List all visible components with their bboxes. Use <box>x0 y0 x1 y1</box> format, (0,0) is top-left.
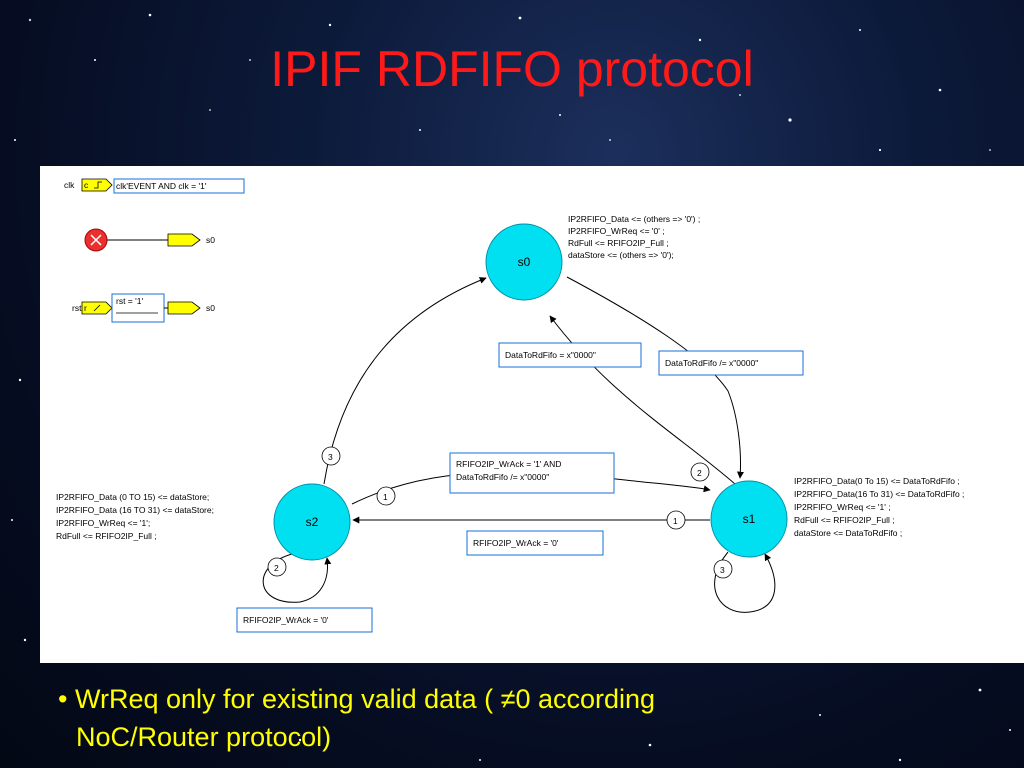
s1-action-line: IP2RFIFO_Data(16 To 31) <= DataToRdFifo … <box>794 489 964 499</box>
condition-s2-to-s1-line2: DataToRdFifo /= x"0000" <box>456 472 549 482</box>
reset-port-letter: r <box>84 303 87 313</box>
global-transition-icon <box>85 229 107 251</box>
state-s2: s2 <box>274 484 350 560</box>
s1-action-line: IP2RFIFO_WrReq <= '1' ; <box>794 502 891 512</box>
condition-s0-to-s1-text: DataToRdFifo /= x"0000" <box>665 358 758 368</box>
s2-action-line: IP2RFIFO_Data (0 TO 15) <= dataStore; <box>56 492 209 502</box>
priority-s1-to-s2-text: 1 <box>673 516 678 526</box>
condition-s0-to-s1: DataToRdFifo /= x"0000" <box>659 351 803 375</box>
condition-s1-to-s0-text: DataToRdFifo = x"0000" <box>505 350 596 360</box>
priority-s2-to-s1: 1 <box>377 487 395 505</box>
state-machine-diagram: clk c clk'EVENT AND clk = '1' s0 rst r r… <box>40 166 1024 663</box>
s1-action-line: dataStore <= DataToRdFifo ; <box>794 528 902 538</box>
reset-condition: rst = '1' <box>116 296 143 306</box>
reset-label: rst <box>72 303 82 313</box>
priority-s1-to-s2: 1 <box>667 511 685 529</box>
s2-action-line: IP2RFIFO_WrReq <= '1'; <box>56 518 150 528</box>
state-s0: s0 <box>486 224 562 300</box>
condition-s2-to-s1: RFIFO2IP_WrAck = '1' AND DataToRdFifo /=… <box>450 453 614 493</box>
state-s0-label: s0 <box>518 255 531 269</box>
priority-s2-self-text: 2 <box>274 563 279 573</box>
state-s1-label: s1 <box>743 512 756 526</box>
bullet-point: • WrReq only for existing valid data ( ≠… <box>58 680 958 756</box>
condition-s1-to-s2-text: RFIFO2IP_WrAck = '0' <box>473 538 559 548</box>
priority-s2-to-s0: 3 <box>322 447 340 465</box>
priority-s1-self-text: 3 <box>720 565 725 575</box>
bullet-line-2: NoC/Router protocol) <box>58 718 958 756</box>
priority-s2-to-s1-text: 1 <box>383 492 388 502</box>
reset-target-connector-2 <box>168 302 200 314</box>
clock-port-icon: c <box>82 179 112 191</box>
s0-action-line: IP2RFIFO_Data <= (others => '0') ; <box>568 214 700 224</box>
condition-s2-to-s1-line1: RFIFO2IP_WrAck = '1' AND <box>456 459 561 469</box>
reset-target-connector <box>168 234 200 246</box>
s1-action-line: RdFull <= RFIFO2IP_Full ; <box>794 515 895 525</box>
reset-port-icon: r <box>82 302 112 314</box>
s2-actions: IP2RFIFO_Data (0 TO 15) <= dataStore; IP… <box>56 492 214 541</box>
s0-action-line: RdFull <= RFIFO2IP_Full ; <box>568 238 669 248</box>
priority-s2-self: 2 <box>268 558 286 576</box>
state-s2-label: s2 <box>306 515 319 529</box>
priority-s0-to-s1: 2 <box>691 463 709 481</box>
bullet-line-1: • WrReq only for existing valid data ( ≠… <box>58 684 655 714</box>
condition-s1-to-s2: RFIFO2IP_WrAck = '0' <box>467 531 603 555</box>
clock-condition: clk'EVENT AND clk = '1' <box>116 181 207 191</box>
priority-s2-to-s0-text: 3 <box>328 452 333 462</box>
state-diagram-panel: clk c clk'EVENT AND clk = '1' s0 rst r r… <box>40 166 1024 663</box>
condition-s2-self-text: RFIFO2IP_WrAck = '0' <box>243 615 329 625</box>
s2-action-line: RdFull <= RFIFO2IP_Full ; <box>56 531 157 541</box>
priority-s1-self: 3 <box>714 560 732 578</box>
s1-actions: IP2RFIFO_Data(0 To 15) <= DataToRdFifo ;… <box>794 476 964 538</box>
clock-label: clk <box>64 180 75 190</box>
s2-action-line: IP2RFIFO_Data (16 TO 31) <= dataStore; <box>56 505 214 515</box>
s0-action-line: dataStore <= (others => '0'); <box>568 250 674 260</box>
s0-action-line: IP2RFIFO_WrReq <= '0' ; <box>568 226 665 236</box>
s0-actions: IP2RFIFO_Data <= (others => '0') ; IP2RF… <box>568 214 700 260</box>
condition-s1-to-s0: DataToRdFifo = x"0000" <box>499 343 641 367</box>
condition-s2-self: RFIFO2IP_WrAck = '0' <box>237 608 372 632</box>
priority-s0-to-s1-text: 2 <box>697 468 702 478</box>
state-s1: s1 <box>711 481 787 557</box>
s1-action-line: IP2RFIFO_Data(0 To 15) <= DataToRdFifo ; <box>794 476 960 486</box>
slide-title: IPIF RDFIFO protocol <box>0 40 1024 98</box>
transition-s0-to-s1 <box>567 277 741 478</box>
global-transition-target: s0 <box>206 235 215 245</box>
reset-target: s0 <box>206 303 215 313</box>
